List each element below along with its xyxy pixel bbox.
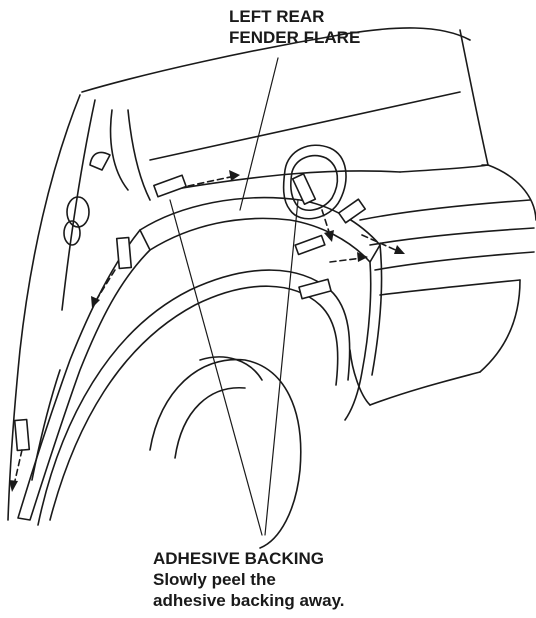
clip-tab bbox=[294, 234, 326, 256]
fender-flare-callout-line1: LEFT REAR bbox=[229, 7, 325, 26]
rear-bumper bbox=[349, 164, 536, 406]
tire bbox=[149, 358, 302, 549]
leader-adhesive-1 bbox=[169, 199, 263, 536]
fender-flare-callout: LEFT REAR FENDER FLARE bbox=[229, 6, 360, 48]
arrow-heads bbox=[9, 170, 405, 492]
adhesive-backing-callout: ADHESIVE BACKING Slowly peel the adhesiv… bbox=[153, 548, 345, 611]
body-panel bbox=[81, 27, 489, 191]
fender-flare-callout-line2: FENDER FLARE bbox=[229, 28, 361, 47]
leader-fender-flare bbox=[239, 57, 279, 211]
wheel-arch bbox=[37, 269, 351, 526]
adhesive-backing-instruction-line2: adhesive backing away. bbox=[153, 591, 345, 610]
clip-tab bbox=[291, 172, 317, 206]
fender-flare bbox=[17, 196, 383, 521]
leader-adhesive-2 bbox=[264, 199, 299, 536]
fuel-door bbox=[282, 144, 347, 220]
clip-tab bbox=[115, 236, 133, 270]
clip-tab bbox=[13, 418, 31, 452]
adhesive-backing-title: ADHESIVE BACKING bbox=[153, 549, 324, 568]
clip-tab bbox=[153, 174, 187, 198]
clip-tabs bbox=[13, 172, 367, 452]
clip-tab bbox=[298, 278, 332, 300]
peel-arrows bbox=[13, 175, 401, 486]
leader-lines bbox=[169, 57, 299, 536]
clip-tab bbox=[337, 198, 367, 224]
adhesive-backing-instruction-line1: Slowly peel the bbox=[153, 570, 276, 589]
door-edge bbox=[7, 94, 151, 521]
